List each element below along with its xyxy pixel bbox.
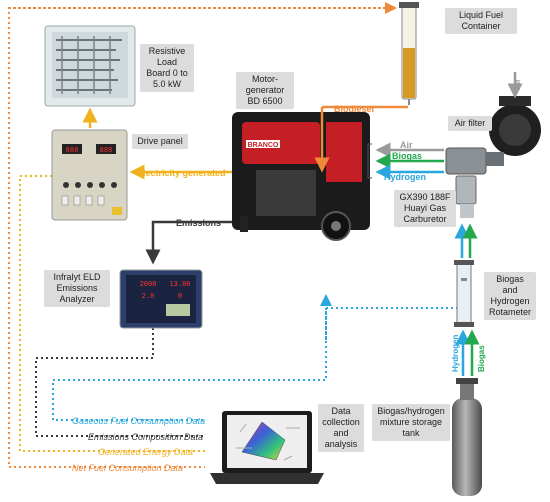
analyzer-reading-4: 0 xyxy=(178,292,182,300)
resistive-load-board xyxy=(44,25,136,107)
flow-label-air: Air xyxy=(400,140,413,150)
flow-label-air-top: Air xyxy=(513,79,522,90)
flow-label-electricity: Electricity generated xyxy=(137,168,226,178)
generated-energy-data-line xyxy=(19,175,205,452)
storage-tank xyxy=(452,378,482,496)
motor-generator: BRANCO xyxy=(232,112,370,241)
gaseous-fuel-data-line xyxy=(52,294,458,421)
analyzer-reading-2: 13.00 xyxy=(169,280,190,288)
analyzer-reading-1: 2000 xyxy=(140,280,157,288)
generator-brand: BRANCO xyxy=(248,142,279,149)
emissions-composition-data-line xyxy=(35,328,205,437)
rotameter xyxy=(454,260,474,327)
label-air-filter: Air filter xyxy=(448,116,492,131)
data-label-generated-energy: Generated Energy Data xyxy=(98,447,193,457)
svg-text:888: 888 xyxy=(66,146,79,154)
air-filter xyxy=(489,96,541,156)
analyzer-reading-3: 2.0 xyxy=(142,292,155,300)
svg-text:888: 888 xyxy=(100,146,113,154)
data-label-net-fuel: Net Fuel Consumption Data xyxy=(72,463,183,473)
gas-carburetor xyxy=(445,147,504,218)
flow-label-biodiesel: Biodiesel xyxy=(334,104,374,114)
flow-label-biogas-vertical: Biogas xyxy=(477,345,486,372)
flow-label-hydrogen-vertical: Hydrogen xyxy=(451,335,460,372)
flow-label-biogas: Biogas xyxy=(392,151,422,161)
laptop xyxy=(210,411,324,484)
flow-label-emissions: Emissions xyxy=(176,218,221,228)
net-fuel-data-line xyxy=(8,2,397,468)
liquid-fuel-container xyxy=(399,2,419,105)
flow-label-hydrogen: Hydrogen xyxy=(384,172,426,182)
data-label-emissions-composition: Emissions Composition Data xyxy=(88,432,203,442)
data-label-gaseous: Gaseous Fuel Consumption Data xyxy=(72,416,205,426)
emissions-analyzer: 2000 13.00 2.0 0 xyxy=(119,269,203,329)
label-drive-panel: Drive panel xyxy=(132,134,188,149)
drive-panel: 888 888 xyxy=(51,129,128,221)
